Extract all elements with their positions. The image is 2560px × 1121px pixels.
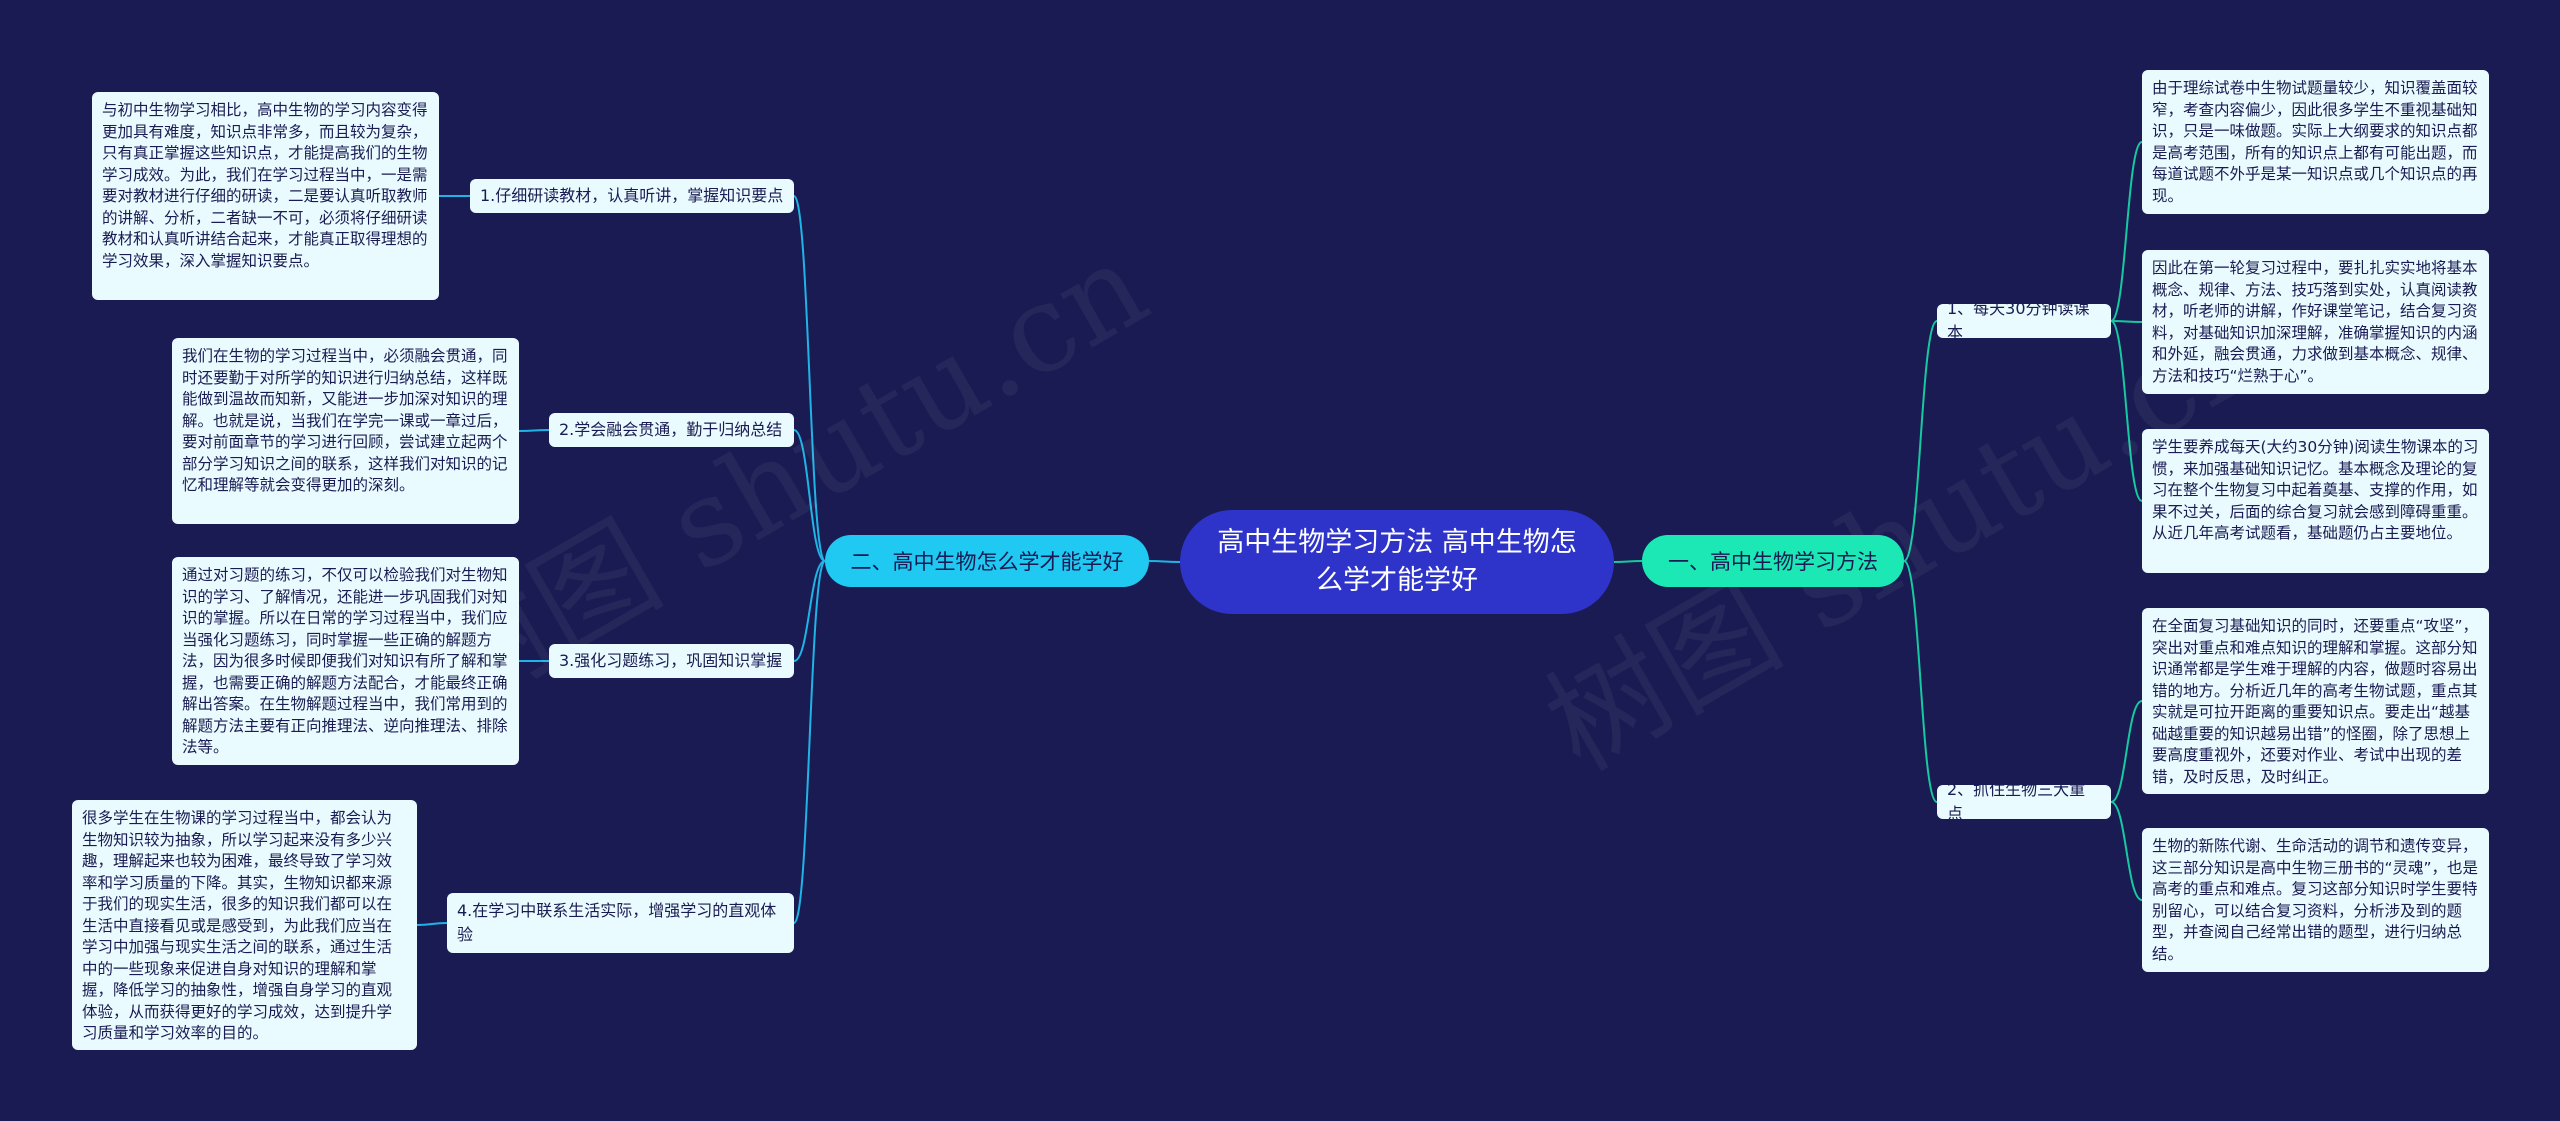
link-right-leaf — [2110, 320, 2143, 502]
link-right-leaf — [2110, 801, 2143, 901]
subtopic-integrate-summarize[interactable]: 2.学会融会贯通，勤于归纳总结 — [549, 413, 794, 447]
link-left-sub — [793, 560, 826, 662]
leaf-study-textbook: 与初中生物学习相比，高中生物的学习内容变得更加具有难度，知识点非常多，而且较为复… — [92, 92, 439, 300]
subtopic-three-key-points[interactable]: 2、抓住生物三大重点 — [1937, 780, 2111, 823]
link-left-leaf — [416, 922, 448, 926]
leaf-key-points-1: 在全面复习基础知识的同时，还要重点“攻坚”，突出对重点和难点知识的理解和掌握。这… — [2142, 608, 2489, 794]
subtopic-study-textbook[interactable]: 1.仔细研读教材，认真听讲，掌握知识要点 — [470, 179, 794, 213]
leaf-key-points-2: 生物的新陈代谢、生命活动的调节和遗传变异，这三部分知识是高中生物三册书的“灵魂”… — [2142, 828, 2489, 972]
leaf-read-textbook-1: 由于理综试卷中生物试题量较少，知识覆盖面较窄，考查内容偏少，因此很多学生不重视基… — [2142, 70, 2489, 214]
root-topic[interactable]: 高中生物学习方法 高中生物怎么学才能学好 — [1180, 510, 1614, 614]
link-left-sub — [793, 429, 826, 562]
link-left-leaf — [518, 429, 550, 432]
link-left-sub — [793, 560, 826, 924]
leaf-real-life: 很多学生在生物课的学习过程当中，都会认为生物知识较为抽象，所以学习起来没有多少兴… — [72, 800, 417, 1050]
subtopic-practice-exercises[interactable]: 3.强化习题练习，巩固知识掌握 — [549, 644, 794, 678]
link-root-right — [1613, 560, 1643, 563]
link-left-sub — [793, 195, 826, 562]
link-right-leaf — [2110, 141, 2143, 322]
link-right-leaf — [2110, 700, 2143, 803]
link-right-leaf — [2110, 320, 2143, 323]
branch-study-methods[interactable]: 一、高中生物学习方法 — [1642, 535, 1904, 587]
subtopic-real-life[interactable]: 4.在学习中联系生活实际，增强学习的直观体验 — [447, 893, 794, 953]
link-right-sub — [1903, 320, 1938, 562]
leaf-read-textbook-3: 学生要养成每天(大约30分钟)阅读生物课本的习惯，来加强基础知识记忆。基本概念及… — [2142, 429, 2489, 573]
leaf-integrate-summarize: 我们在生物的学习过程当中，必须融会贯通，同时还要勤于对所学的知识进行归纳总结，这… — [172, 338, 519, 524]
leaf-read-textbook-2: 因此在第一轮复习过程中，要扎扎实实地将基本概念、规律、方法、技巧落到实处，认真阅… — [2142, 250, 2489, 394]
subtopic-read-textbook[interactable]: 1、每天30分钟读课本 — [1937, 299, 2111, 342]
link-root-left — [1148, 560, 1181, 563]
link-right-sub — [1903, 560, 1938, 803]
branch-how-to-learn[interactable]: 二、高中生物怎么学才能学好 — [825, 535, 1149, 587]
leaf-practice-exercises: 通过对习题的练习，不仅可以检验我们对生物知识的学习、了解情况，还能进一步巩固我们… — [172, 557, 519, 765]
